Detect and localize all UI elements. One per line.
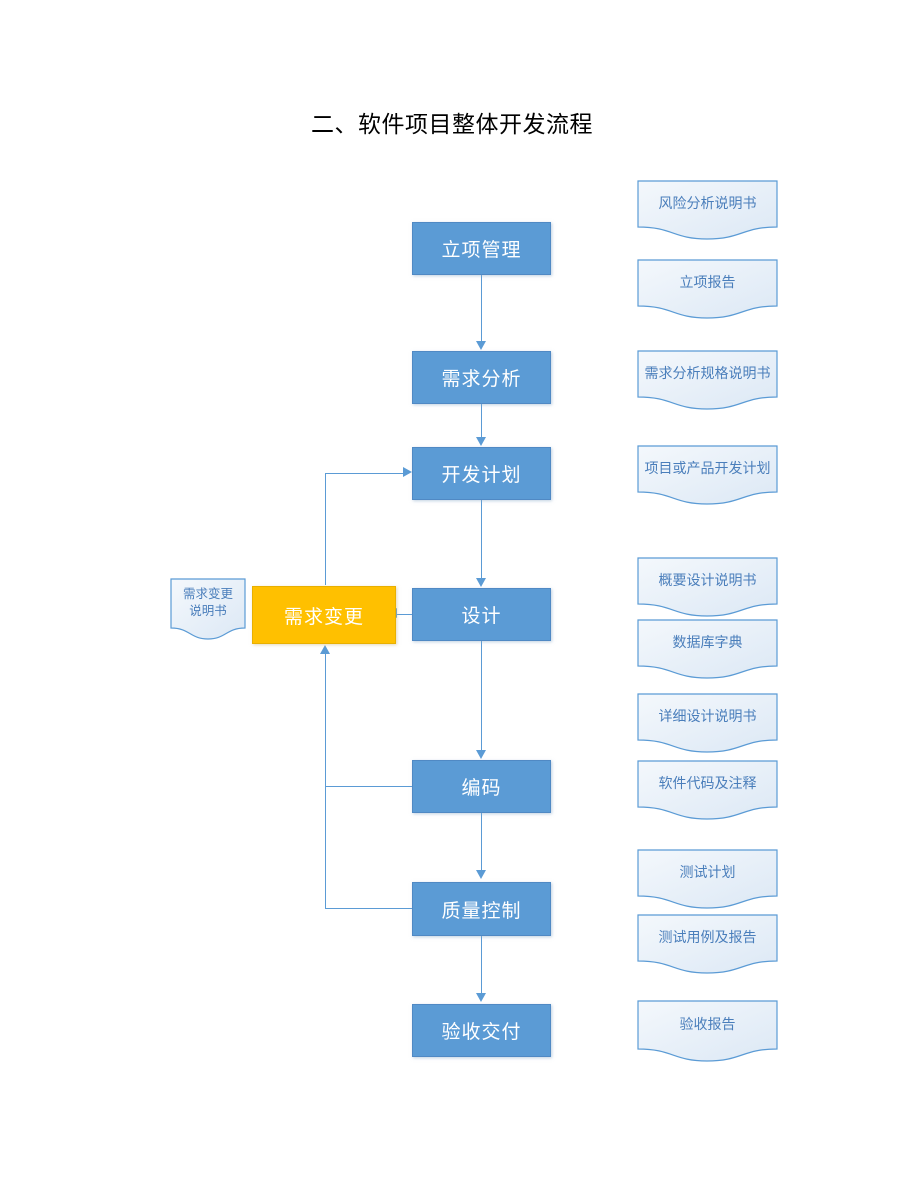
document-lixiang-baogao[interactable]: 立项报告 (637, 259, 778, 319)
connector-step1-step2 (480, 275, 483, 343)
process-box-sheji[interactable]: 设计 (412, 588, 551, 641)
arrow-change-step3 (403, 467, 412, 477)
connector-step5-step6 (480, 813, 483, 871)
arrow-step2-step3 (475, 437, 486, 446)
page-title-text: 二、软件项目整体开发流程 (311, 111, 593, 137)
arrow-feedback-change (319, 645, 330, 654)
document-xiangxi-sheji-shuomingshu[interactable]: 详细设计说明书 (637, 693, 778, 753)
document-label: 需求分析规格说明书 (644, 365, 771, 381)
document-label: 测试用例及报告 (658, 929, 757, 945)
document-xuqiu-fenxi-guige-shuomingshu[interactable]: 需求分析规格说明书 (637, 350, 778, 410)
page-title: 二、软件项目整体开发流程 (0, 105, 920, 139)
arrow-step3-step4 (475, 578, 486, 587)
process-box-bianma[interactable]: 编码 (412, 760, 551, 813)
connector-step5-feedback (324, 785, 413, 788)
document-ruanjian-daima-ji-zhushi[interactable]: 软件代码及注释 (637, 760, 778, 820)
process-box-xuqiu-fenxi[interactable]: 需求分析 (412, 351, 551, 404)
connector-feedback-vertical (324, 653, 327, 908)
arrow-step4-step5 (475, 750, 486, 759)
connector-step4-change (397, 613, 412, 616)
process-box-xuqiu-biangeng[interactable]: 需求变更 (252, 586, 396, 644)
document-ceshi-jihua[interactable]: 测试计划 (637, 849, 778, 909)
connector-step6-step7 (480, 936, 483, 994)
document-label: 验收报告 (679, 1016, 736, 1032)
document-label: 项目或产品开发计划 (644, 460, 771, 476)
document-label: 详细设计说明书 (658, 708, 757, 724)
connector-change-up (324, 473, 327, 585)
connector-change-to-step3 (324, 472, 405, 475)
process-box-zhiliang-kongzhi[interactable]: 质量控制 (412, 882, 551, 936)
connector-step4-step5 (480, 641, 483, 751)
document-label: 软件代码及注释 (658, 775, 757, 791)
document-fengxian-fenxi-shuomingshu[interactable]: 风险分析说明书 (637, 180, 778, 240)
document-ceshi-yongli-ji-baogao[interactable]: 测试用例及报告 (637, 914, 778, 974)
connector-step2-step3 (480, 404, 483, 438)
document-yanshou-baogao[interactable]: 验收报告 (637, 1000, 778, 1062)
process-box-yanshou-jiaofu[interactable]: 验收交付 (412, 1004, 551, 1057)
arrow-step5-step6 (475, 870, 486, 879)
arrow-step6-step7 (475, 993, 486, 1002)
document-label: 概要设计说明书 (658, 572, 757, 588)
document-label: 风险分析说明书 (658, 195, 757, 211)
document-xuqiu-biangeng-shuomingshu[interactable]: 需求变更 说明书 (170, 578, 246, 640)
document-label: 立项报告 (679, 274, 736, 290)
document-xiangmu-huo-chanpin-kaifa-jihua[interactable]: 项目或产品开发计划 (637, 445, 778, 505)
document-label: 需求变更 说明书 (182, 587, 233, 618)
process-box-lixiang-guanli[interactable]: 立项管理 (412, 222, 551, 275)
document-gaiyao-sheji-shuomingshu[interactable]: 概要设计说明书 (637, 557, 778, 617)
arrow-step1-step2 (475, 341, 486, 350)
process-box-kaifa-jihua[interactable]: 开发计划 (412, 447, 551, 500)
document-shujuku-zidian[interactable]: 数据库字典 (637, 619, 778, 679)
connector-step3-step4 (480, 500, 483, 579)
document-label: 数据库字典 (672, 634, 743, 650)
connector-step6-feedback (324, 907, 413, 910)
document-label: 测试计划 (679, 864, 736, 880)
